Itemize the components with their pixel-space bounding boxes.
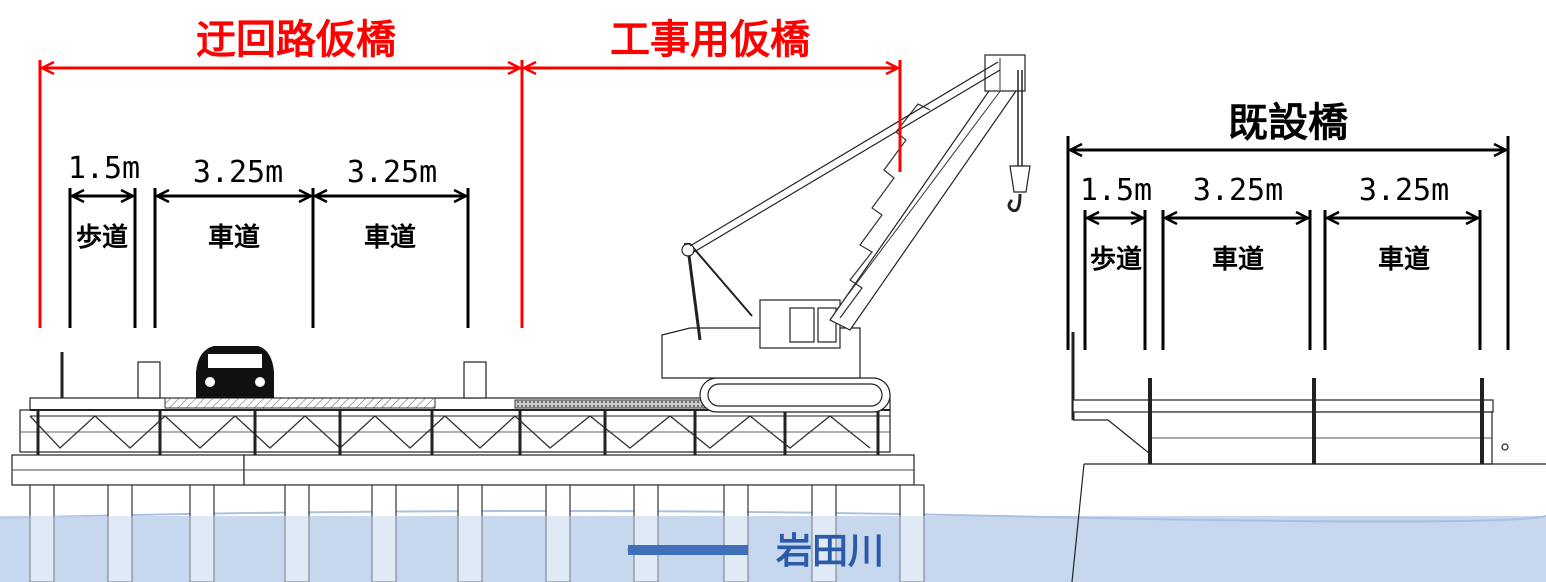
construction-bridge-label: 工事用仮橋: [610, 17, 810, 63]
existing-dim-sidewalk: 1.5m: [1080, 173, 1152, 208]
detour-lane-sidewalk: 歩道: [76, 222, 128, 253]
existing-dim-lane-2: 3.25m: [1359, 173, 1449, 208]
existing-lane-road-1: 車道: [1212, 244, 1264, 275]
existing-dim-lane-1: 3.25m: [1193, 173, 1283, 208]
detour-bridge-dimension: [38, 60, 902, 328]
existing-lane-road-2: 車道: [1378, 244, 1430, 275]
detour-dim-lane-1: 3.25m: [193, 155, 283, 190]
detour-dim-lane-2: 3.25m: [347, 155, 437, 190]
detour-dim-sidewalk: 1.5m: [68, 151, 140, 186]
detour-lane-road-1: 車道: [208, 222, 260, 253]
detour-lane-dimension-lines: [68, 188, 470, 328]
existing-bridge-structure: [1071, 332, 1546, 582]
existing-lane-sidewalk: 歩道: [1090, 244, 1142, 275]
river-label: 岩田川: [776, 531, 884, 572]
detour-lane-road-2: 車道: [364, 222, 416, 253]
existing-bridge-dimension: [1066, 136, 1510, 350]
existing-bridge-label: 既設橋: [1228, 100, 1348, 146]
crawler-crane-icon: [661, 54, 1031, 413]
temporary-bridge-structure: [0, 352, 940, 582]
car-icon: [196, 346, 274, 398]
detour-bridge-label: 迂回路仮橋: [196, 17, 396, 63]
